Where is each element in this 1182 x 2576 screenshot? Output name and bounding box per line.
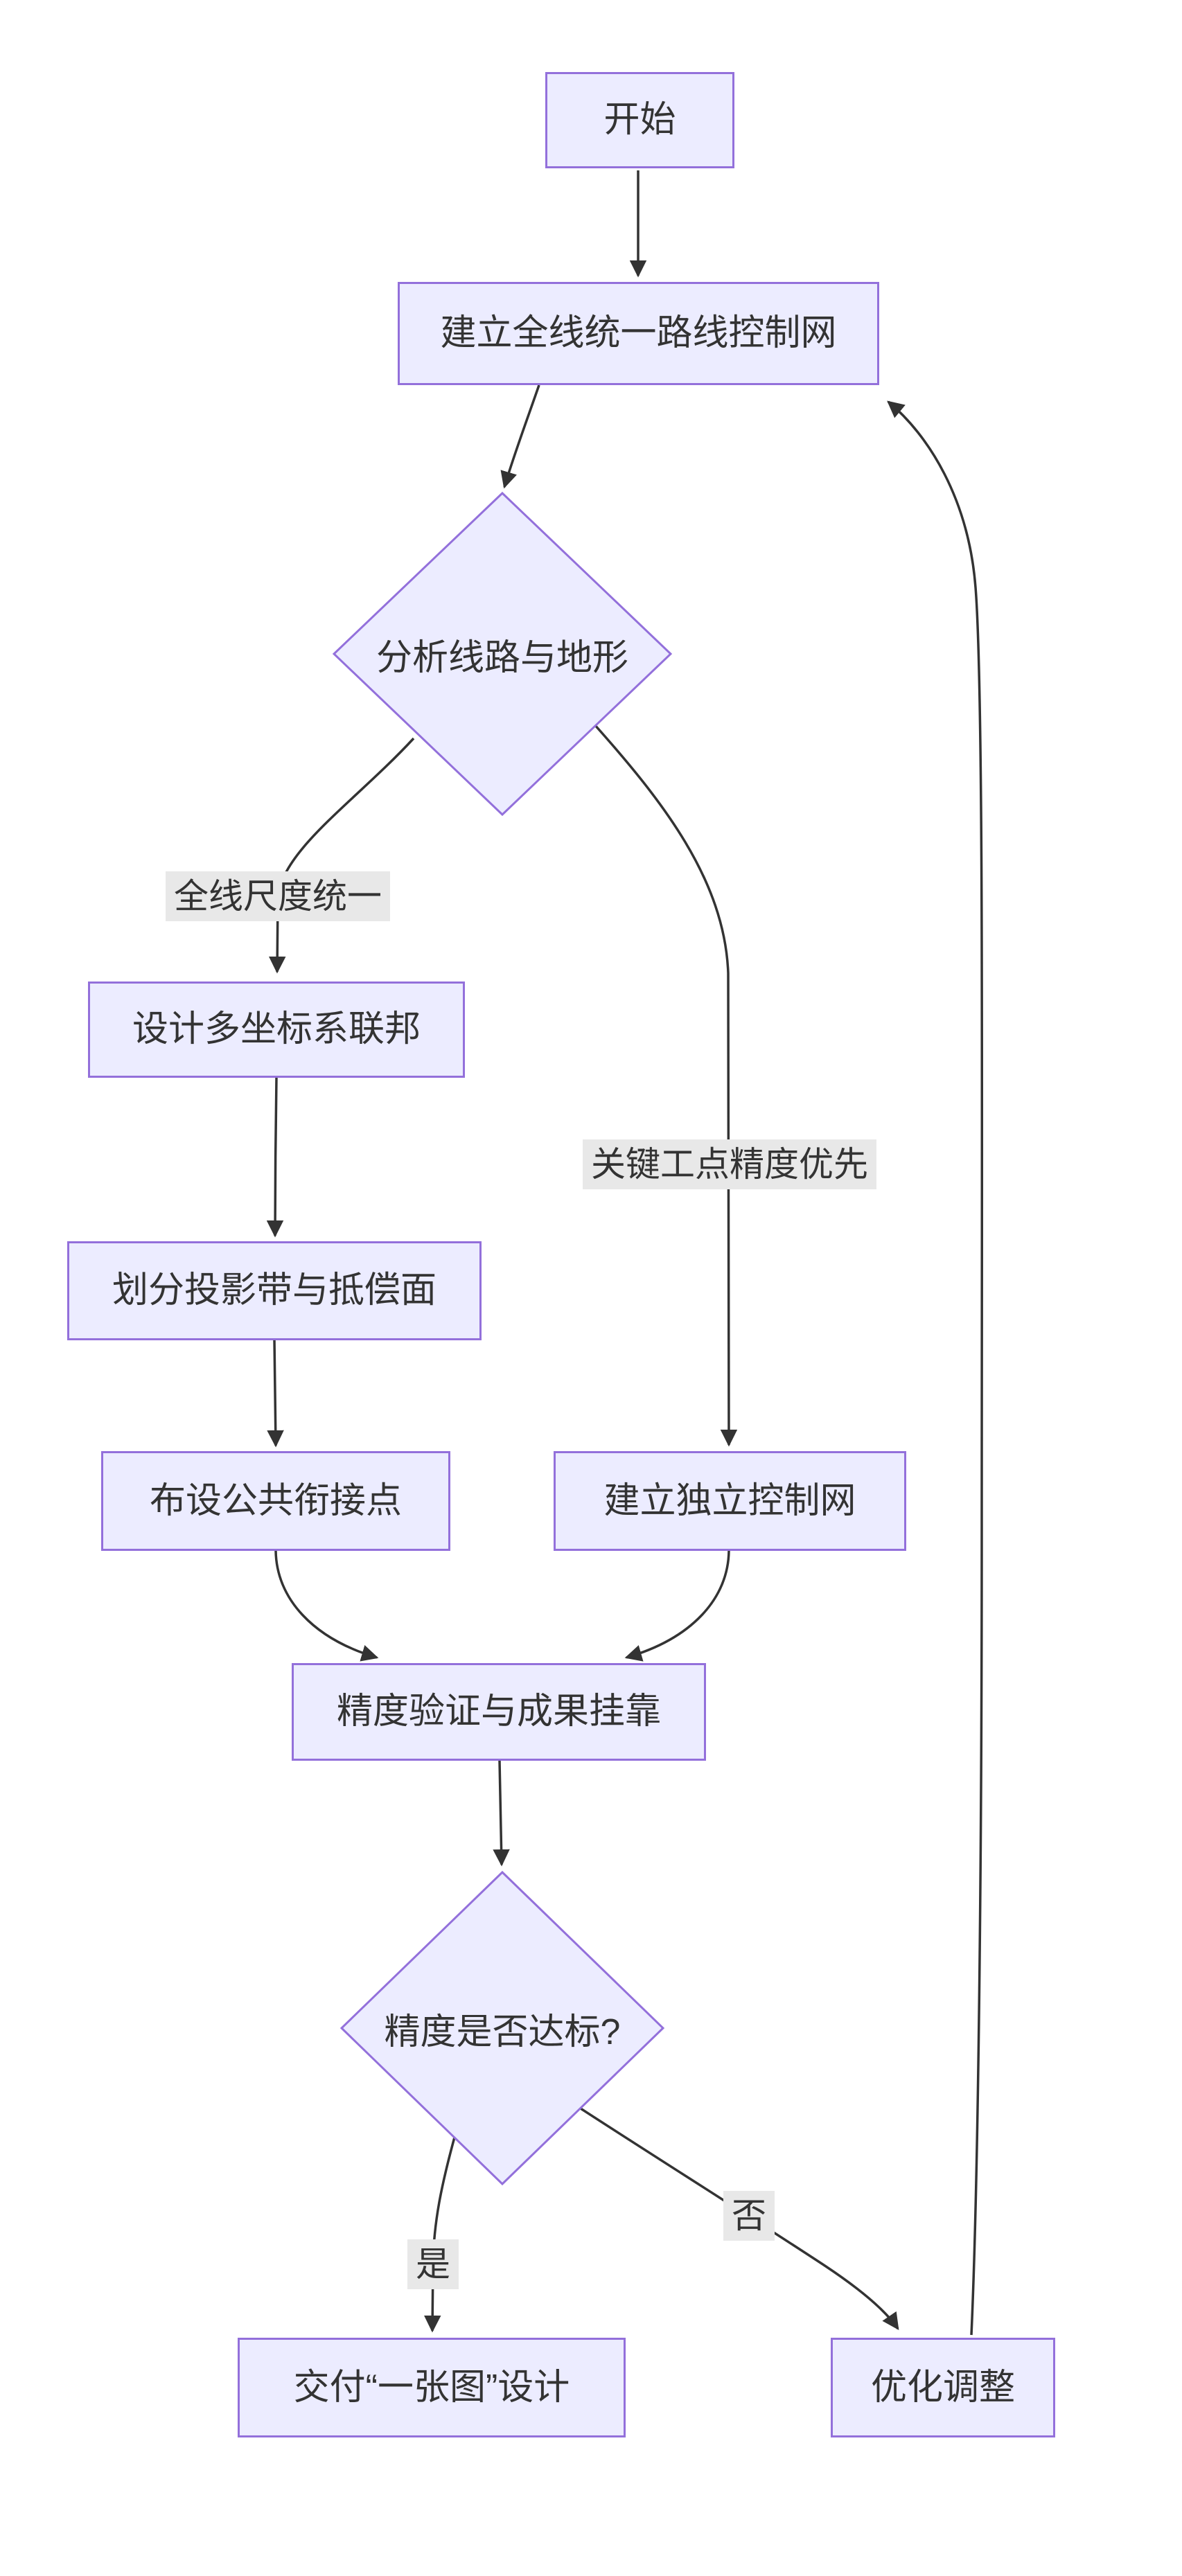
node-optimize: 优化调整 <box>831 2338 1055 2437</box>
edge-check-to-deliver <box>423 2134 457 2333</box>
edge-build-network-to-analyze <box>500 384 540 489</box>
decision-analyze-shape <box>332 491 673 817</box>
edge-label-yes: 是 <box>407 2239 459 2289</box>
edge-optimize-to-build-network <box>887 400 984 2336</box>
edge-analyze-to-independent-network <box>593 723 738 1447</box>
edge-analyze-to-design-federation <box>268 737 415 974</box>
node-start: 开始 <box>545 72 734 168</box>
edge-design-federation-to-divide-zones <box>266 1077 284 1238</box>
edge-divide-zones-to-layout-points <box>267 1340 284 1448</box>
decision-check-shape <box>339 1870 665 2186</box>
node-design-federation: 设计多坐标系联邦 <box>88 981 465 1078</box>
edge-check-to-optimize <box>580 2107 899 2331</box>
edge-layout-points-to-verify <box>274 1550 379 1662</box>
node-deliver: 交付“一张图”设计 <box>238 2338 626 2437</box>
node-verify: 精度验证与成果挂靠 <box>292 1663 706 1761</box>
edge-label-scale-unified: 全线尺度统一 <box>166 871 390 921</box>
node-layout-points: 布设公共衔接点 <box>101 1451 450 1551</box>
edge-verify-to-check <box>493 1760 510 1867</box>
edge-independent-network-to-verify <box>624 1550 730 1662</box>
node-independent-network: 建立独立控制网 <box>554 1451 906 1551</box>
node-divide-zones: 划分投影带与抵偿面 <box>67 1241 482 1340</box>
edge-label-precision-priority: 关键工点精度优先 <box>583 1139 876 1189</box>
node-build-network: 建立全线统一路线控制网 <box>398 282 879 385</box>
edge-label-no: 否 <box>723 2191 775 2241</box>
